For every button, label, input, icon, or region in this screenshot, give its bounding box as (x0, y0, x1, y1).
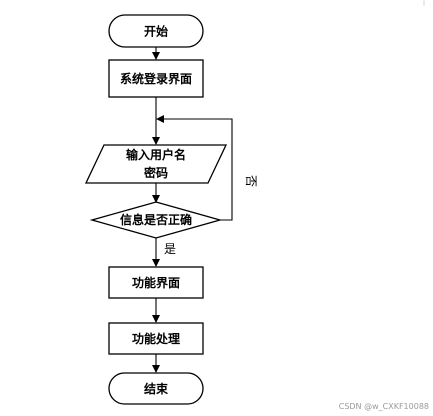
decision-node: 信息是否正确 (89, 201, 223, 239)
login-screen-node: 系统登录界面 (108, 59, 204, 98)
edge-no-loop (156, 115, 233, 221)
yes-label: 是 (164, 242, 176, 256)
no-label: 否 (244, 175, 258, 187)
end-label: 结束 (144, 381, 169, 396)
function-process-label: 功能处理 (132, 331, 180, 346)
input-credentials-node: 输入用户名 密码 (84, 144, 228, 184)
function-process-node: 功能处理 (108, 322, 204, 355)
watermark: CSDN @w_CXKF10088 (339, 402, 429, 411)
decision-label: 信息是否正确 (120, 212, 192, 227)
end-node: 结束 (108, 372, 204, 405)
login-screen-label: 系统登录界面 (120, 71, 192, 86)
start-label: 开始 (144, 24, 168, 39)
function-screen-node: 功能界面 (108, 266, 204, 299)
input-username-label: 输入用户名 (126, 147, 186, 162)
input-password-label: 密码 (144, 165, 168, 180)
function-screen-label: 功能界面 (132, 275, 180, 290)
start-node: 开始 (108, 14, 204, 48)
